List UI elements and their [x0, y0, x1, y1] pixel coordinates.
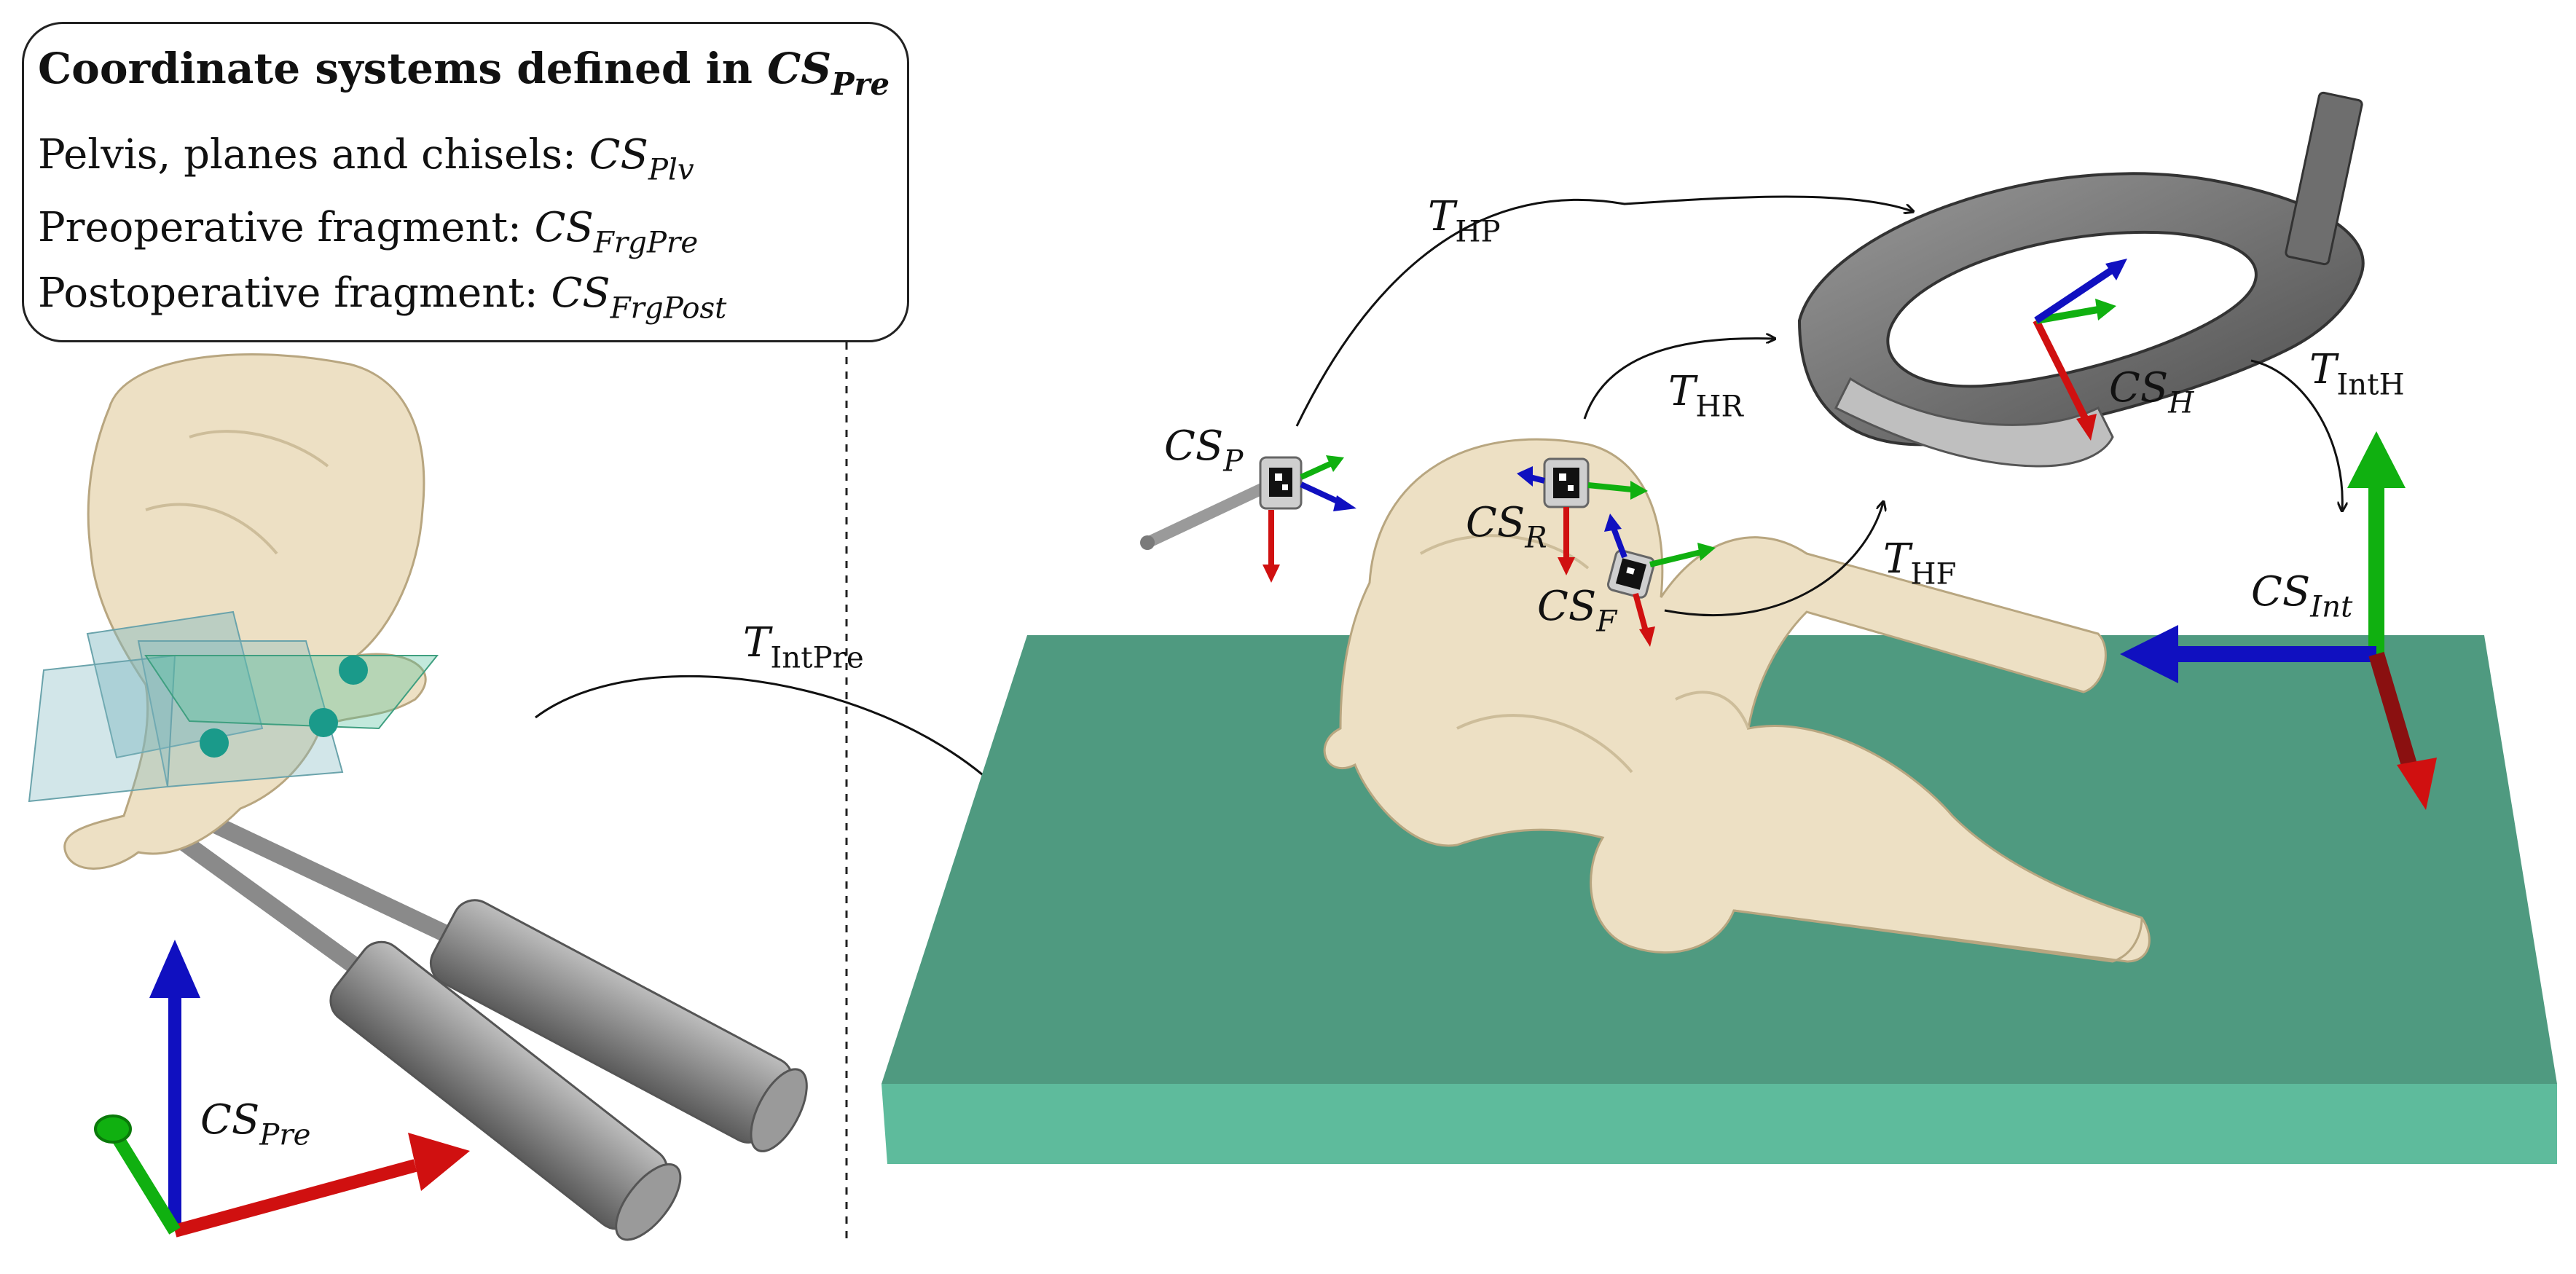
cs-base: CS	[767, 44, 832, 93]
cs-sub: H	[2168, 385, 2194, 420]
cs-sub: FrgPost	[610, 291, 727, 326]
t-inth-label: TIntH	[2309, 346, 2405, 401]
cs-sub: Int	[2310, 589, 2353, 624]
cs-sub: FrgPre	[593, 225, 699, 260]
landmark-marker	[309, 708, 338, 737]
cs-base: CS	[2109, 364, 2169, 412]
cs-base: CS	[1164, 422, 1224, 470]
t-base: T	[1428, 193, 1456, 240]
cs-base: CS	[589, 131, 648, 178]
t-sub: IntH	[2336, 367, 2405, 402]
t-base: T	[1883, 535, 1911, 583]
pelvis-bone	[63, 353, 427, 870]
cs-p-label: CSP	[1164, 422, 1243, 478]
t-sub: HF	[1910, 557, 1957, 591]
cs-sub: F	[1596, 604, 1617, 639]
landmark-marker	[200, 728, 229, 758]
t-sub: HP	[1455, 214, 1501, 249]
cs-int-axes	[2120, 431, 2437, 810]
legend-row-postop-fragment: Postoperative fragment: CSFrgPost	[38, 270, 726, 325]
cs-pre-label: CSPre	[200, 1096, 310, 1152]
reference-marker	[1517, 457, 1648, 575]
t-sub: IntPre	[770, 640, 864, 675]
legend-row-label: Postoperative fragment:	[38, 270, 551, 317]
t-sub: HR	[1695, 389, 1743, 424]
osteotomy-planes	[28, 610, 439, 803]
chisel-group	[159, 807, 808, 1241]
cs-pre-axes	[94, 940, 470, 1238]
t-base: T	[2309, 346, 2337, 393]
landmark-marker	[339, 656, 368, 685]
legend-row-label: Preoperative fragment:	[38, 204, 535, 251]
legend-heading: Coordinate systems defined in CSPre	[38, 44, 890, 102]
cs-sub: Plv	[648, 152, 694, 187]
t-hr-label: THR	[1668, 368, 1743, 423]
t-hp-label: THP	[1428, 193, 1501, 248]
pointer-tool	[1140, 455, 1356, 583]
cs-sub: P	[1223, 444, 1244, 479]
cs-f-label: CSF	[1537, 583, 1617, 638]
cs-base: CS	[2251, 568, 2311, 616]
legend-row-pelvis: Pelvis, planes and chisels: CSPlv	[38, 131, 694, 186]
arrow-t-hp	[1295, 195, 1912, 427]
cs-sub: Pre	[259, 1117, 311, 1152]
cs-sub: Pre	[831, 66, 890, 102]
legend-row-label: Pelvis, planes and chisels:	[38, 131, 589, 178]
cs-sub: R	[1525, 520, 1547, 555]
cs-r-label: CSR	[1466, 499, 1547, 554]
legend-row-preop-fragment: Preoperative fragment: CSFrgPre	[38, 204, 698, 259]
cs-base: CS	[534, 204, 594, 251]
cs-base: CS	[1466, 499, 1525, 546]
cs-base: CS	[1537, 583, 1597, 630]
legend-box	[22, 22, 909, 342]
pelvis-model	[1323, 438, 2151, 963]
t-hf-label: THF	[1883, 535, 1957, 591]
headset-device	[1797, 91, 2365, 468]
arrow-t-hf	[1664, 503, 1883, 617]
fragment-marker	[1604, 514, 1716, 647]
cs-base: CS	[200, 1096, 260, 1144]
arrow-t-hr	[1583, 339, 1774, 420]
t-base: T	[1668, 368, 1696, 415]
t-intpre-label: TIntPre	[743, 619, 864, 675]
cs-base: CS	[551, 270, 610, 317]
cs-int-label: CSInt	[2251, 568, 2352, 624]
legend-heading-text: Coordinate systems defined in	[38, 44, 768, 93]
t-base: T	[743, 619, 771, 667]
cs-h-label: CSH	[2109, 364, 2194, 420]
arrow-t-inth	[2250, 359, 2342, 510]
